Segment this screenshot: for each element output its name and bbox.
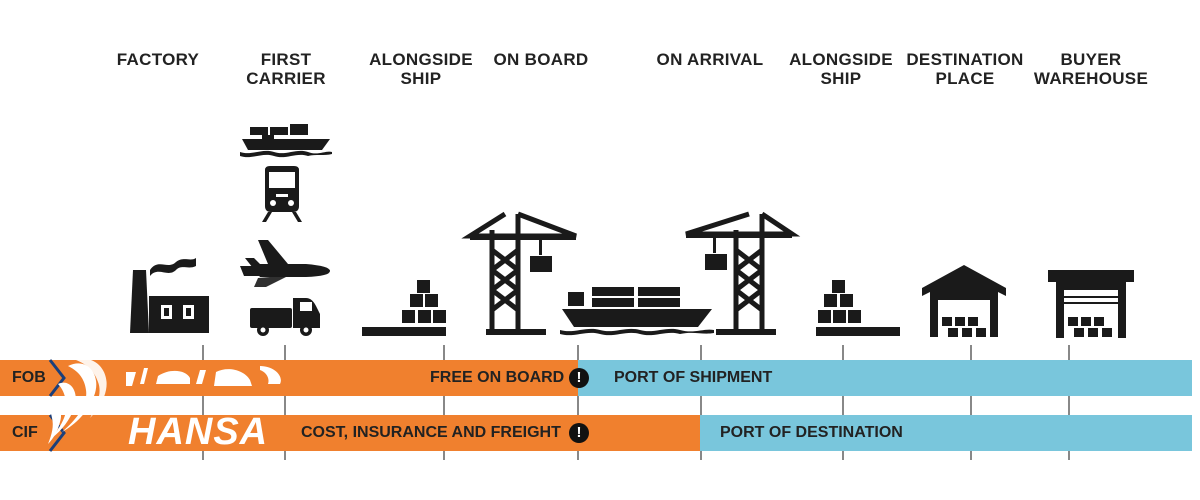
tick-on-board bbox=[577, 345, 579, 460]
fob-buyer-text: PORT OF SHIPMENT bbox=[614, 369, 773, 386]
crane-load-icon bbox=[470, 234, 576, 335]
cif-buyer-band bbox=[700, 415, 1192, 451]
tick-destination-place bbox=[970, 345, 972, 460]
stage-label-alongside-ship-dest: ALONGSIDE SHIP bbox=[789, 50, 893, 88]
stage-label-factory: FACTORY bbox=[116, 50, 200, 69]
tick-on-arrival bbox=[700, 345, 702, 460]
warehouse-icon bbox=[922, 265, 1006, 337]
tick-first-carrier bbox=[284, 345, 286, 460]
hansa-logo-text: HANSA bbox=[128, 411, 269, 453]
cargo-ship-small-icon bbox=[240, 124, 332, 158]
crane-destination-load-icon bbox=[686, 232, 792, 335]
crane-icon bbox=[461, 211, 577, 333]
train-icon bbox=[262, 166, 302, 222]
tick-alongside-ship-dest bbox=[842, 345, 844, 460]
stage-label-alongside-ship-origin: ALONGSIDE SHIP bbox=[369, 50, 473, 88]
buyer-warehouse-icon bbox=[1048, 270, 1134, 338]
stage-label-buyer-warehouse: BUYER WAREHOUSE bbox=[1033, 50, 1149, 88]
stage-label-on-board: ON BOARD bbox=[493, 50, 589, 69]
cargo-ship-icon bbox=[560, 287, 714, 336]
fob-alert-icon: ! bbox=[569, 368, 589, 388]
fob-seller-text: FREE ON BOARD bbox=[430, 369, 565, 386]
stage-label-destination-place: DESTINATION PLACE bbox=[906, 50, 1024, 88]
truck-icon bbox=[250, 298, 320, 336]
tick-alongside-ship-origin bbox=[443, 345, 445, 460]
airplane-icon bbox=[240, 240, 330, 287]
factory-icon bbox=[130, 258, 209, 333]
cif-seller-text: COST, INSURANCE AND FREIGHT bbox=[301, 424, 561, 441]
hansa-logo-icon bbox=[46, 358, 281, 444]
stage-label-first-carrier: FIRST CARRIER bbox=[246, 50, 326, 88]
cif-alert-icon: ! bbox=[569, 423, 589, 443]
fob-buyer-band bbox=[578, 360, 1192, 396]
tick-factory bbox=[202, 345, 204, 460]
cif-buyer-text: PORT OF DESTINATION bbox=[720, 424, 903, 441]
tick-buyer-warehouse bbox=[1068, 345, 1070, 460]
pallet-boxes-destination-icon bbox=[816, 280, 900, 336]
pallet-boxes-icon bbox=[362, 280, 446, 336]
cif-code: CIF bbox=[12, 424, 38, 441]
stage-label-on-arrival: ON ARRIVAL bbox=[656, 50, 764, 69]
fob-code: FOB bbox=[12, 369, 46, 386]
fob-chevron-icon bbox=[48, 359, 66, 397]
icons-layer bbox=[130, 124, 1134, 338]
